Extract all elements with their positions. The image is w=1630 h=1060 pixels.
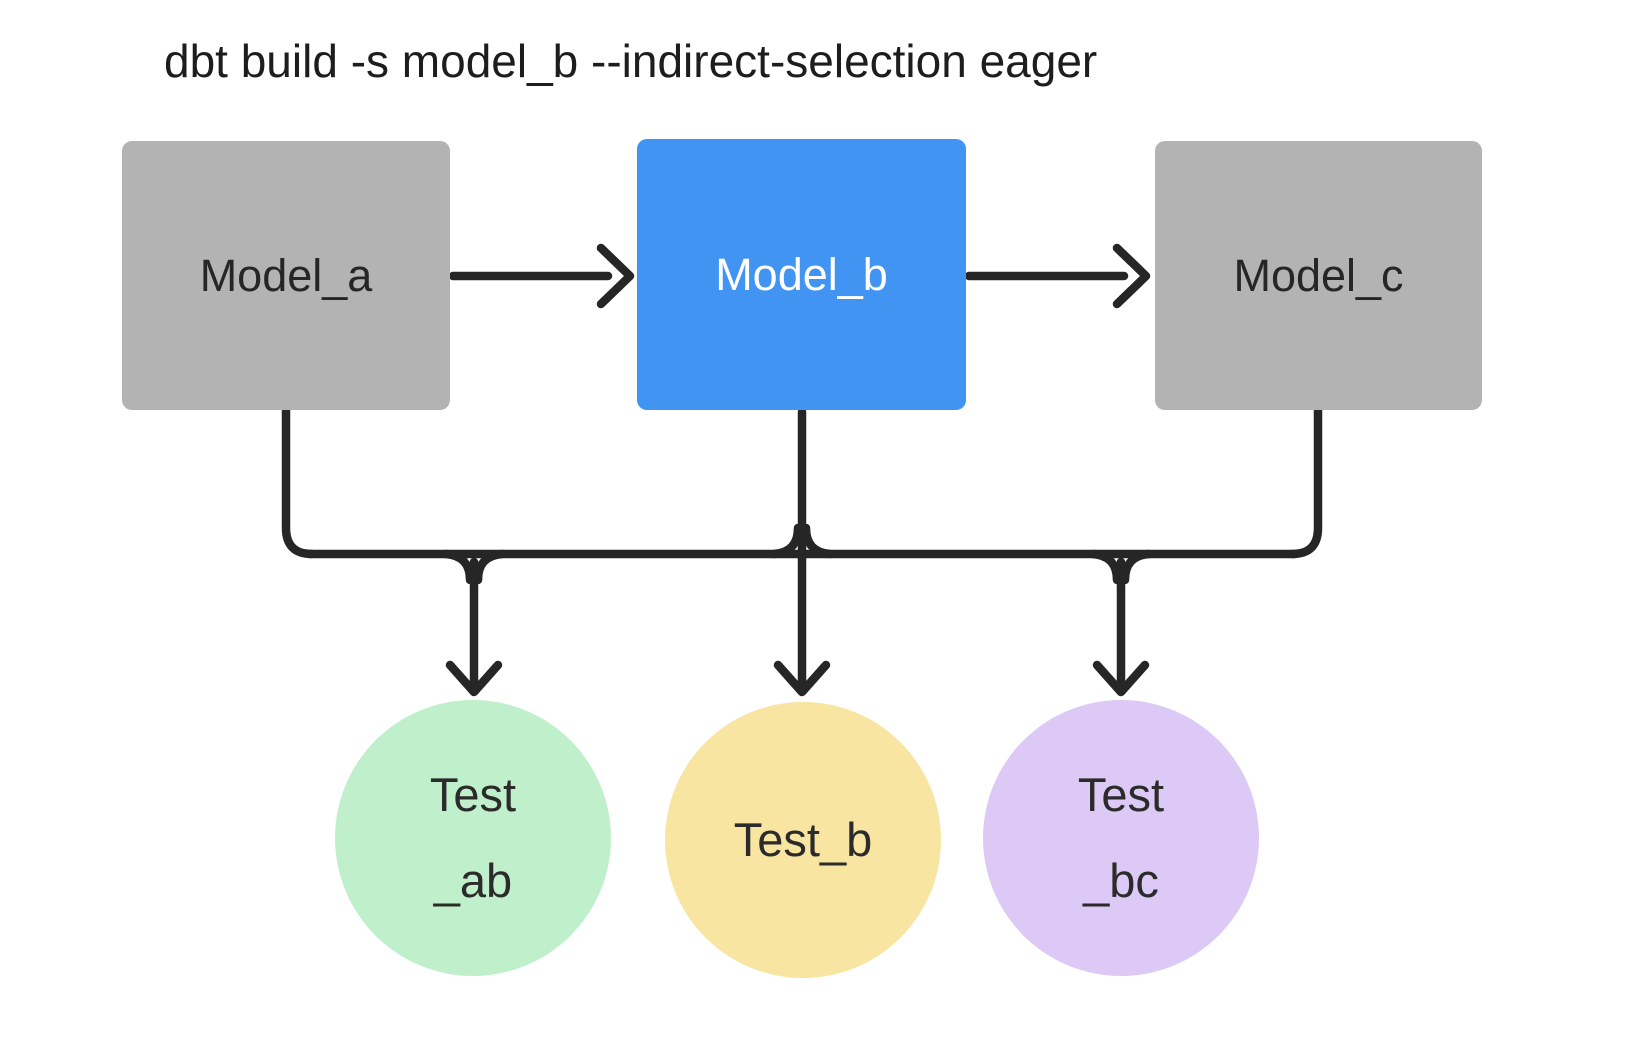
node-test-ab-label-line2: _ab	[433, 854, 513, 907]
edge-branch-test-ab-fillet-right	[473, 549, 507, 585]
edge-branch-test-bc-arrowhead-icon	[1092, 660, 1150, 697]
edge-model-a-drop	[281, 404, 317, 559]
node-test-b-label: Test_b	[733, 813, 873, 866]
edge-model-b-fillet-left	[769, 523, 803, 559]
edge-branch-test-bc-fillet-right	[1120, 549, 1154, 585]
node-test-ab-label-line1: Test	[429, 768, 517, 821]
node-test-bc-label-line1: Test	[1077, 768, 1165, 821]
edge-model-c-drop	[1287, 404, 1323, 559]
diagram-title: dbt build -s model_b --indirect-selectio…	[164, 35, 1098, 87]
edge-model-a-to-model-b-arrowhead-icon	[596, 243, 635, 309]
node-model-c: Model_c	[1155, 141, 1482, 410]
node-model-b: Model_b	[637, 139, 966, 410]
node-model-a-label: Model_a	[199, 249, 373, 301]
edge-branch-test-ab-fillet-left	[441, 549, 475, 585]
edge-model-b-fillet-right	[801, 523, 835, 559]
edge-branch-test-bc-fillet-left	[1088, 549, 1122, 585]
node-model-b-label: Model_b	[715, 248, 888, 300]
node-test-bc-label-line2: _bc	[1083, 854, 1159, 907]
node-test-ab: Test _ab	[335, 700, 611, 976]
node-model-c-label: Model_c	[1233, 249, 1404, 301]
edge-model-b-arrowhead-icon	[773, 660, 831, 697]
edge-model-b-to-model-c-arrowhead-icon	[1112, 243, 1151, 309]
edge-branch-test-ab-arrowhead-icon	[445, 660, 503, 697]
node-test-b: Test_b	[665, 702, 941, 978]
node-test-bc: Test _bc	[983, 700, 1259, 976]
node-model-a: Model_a	[122, 141, 450, 410]
